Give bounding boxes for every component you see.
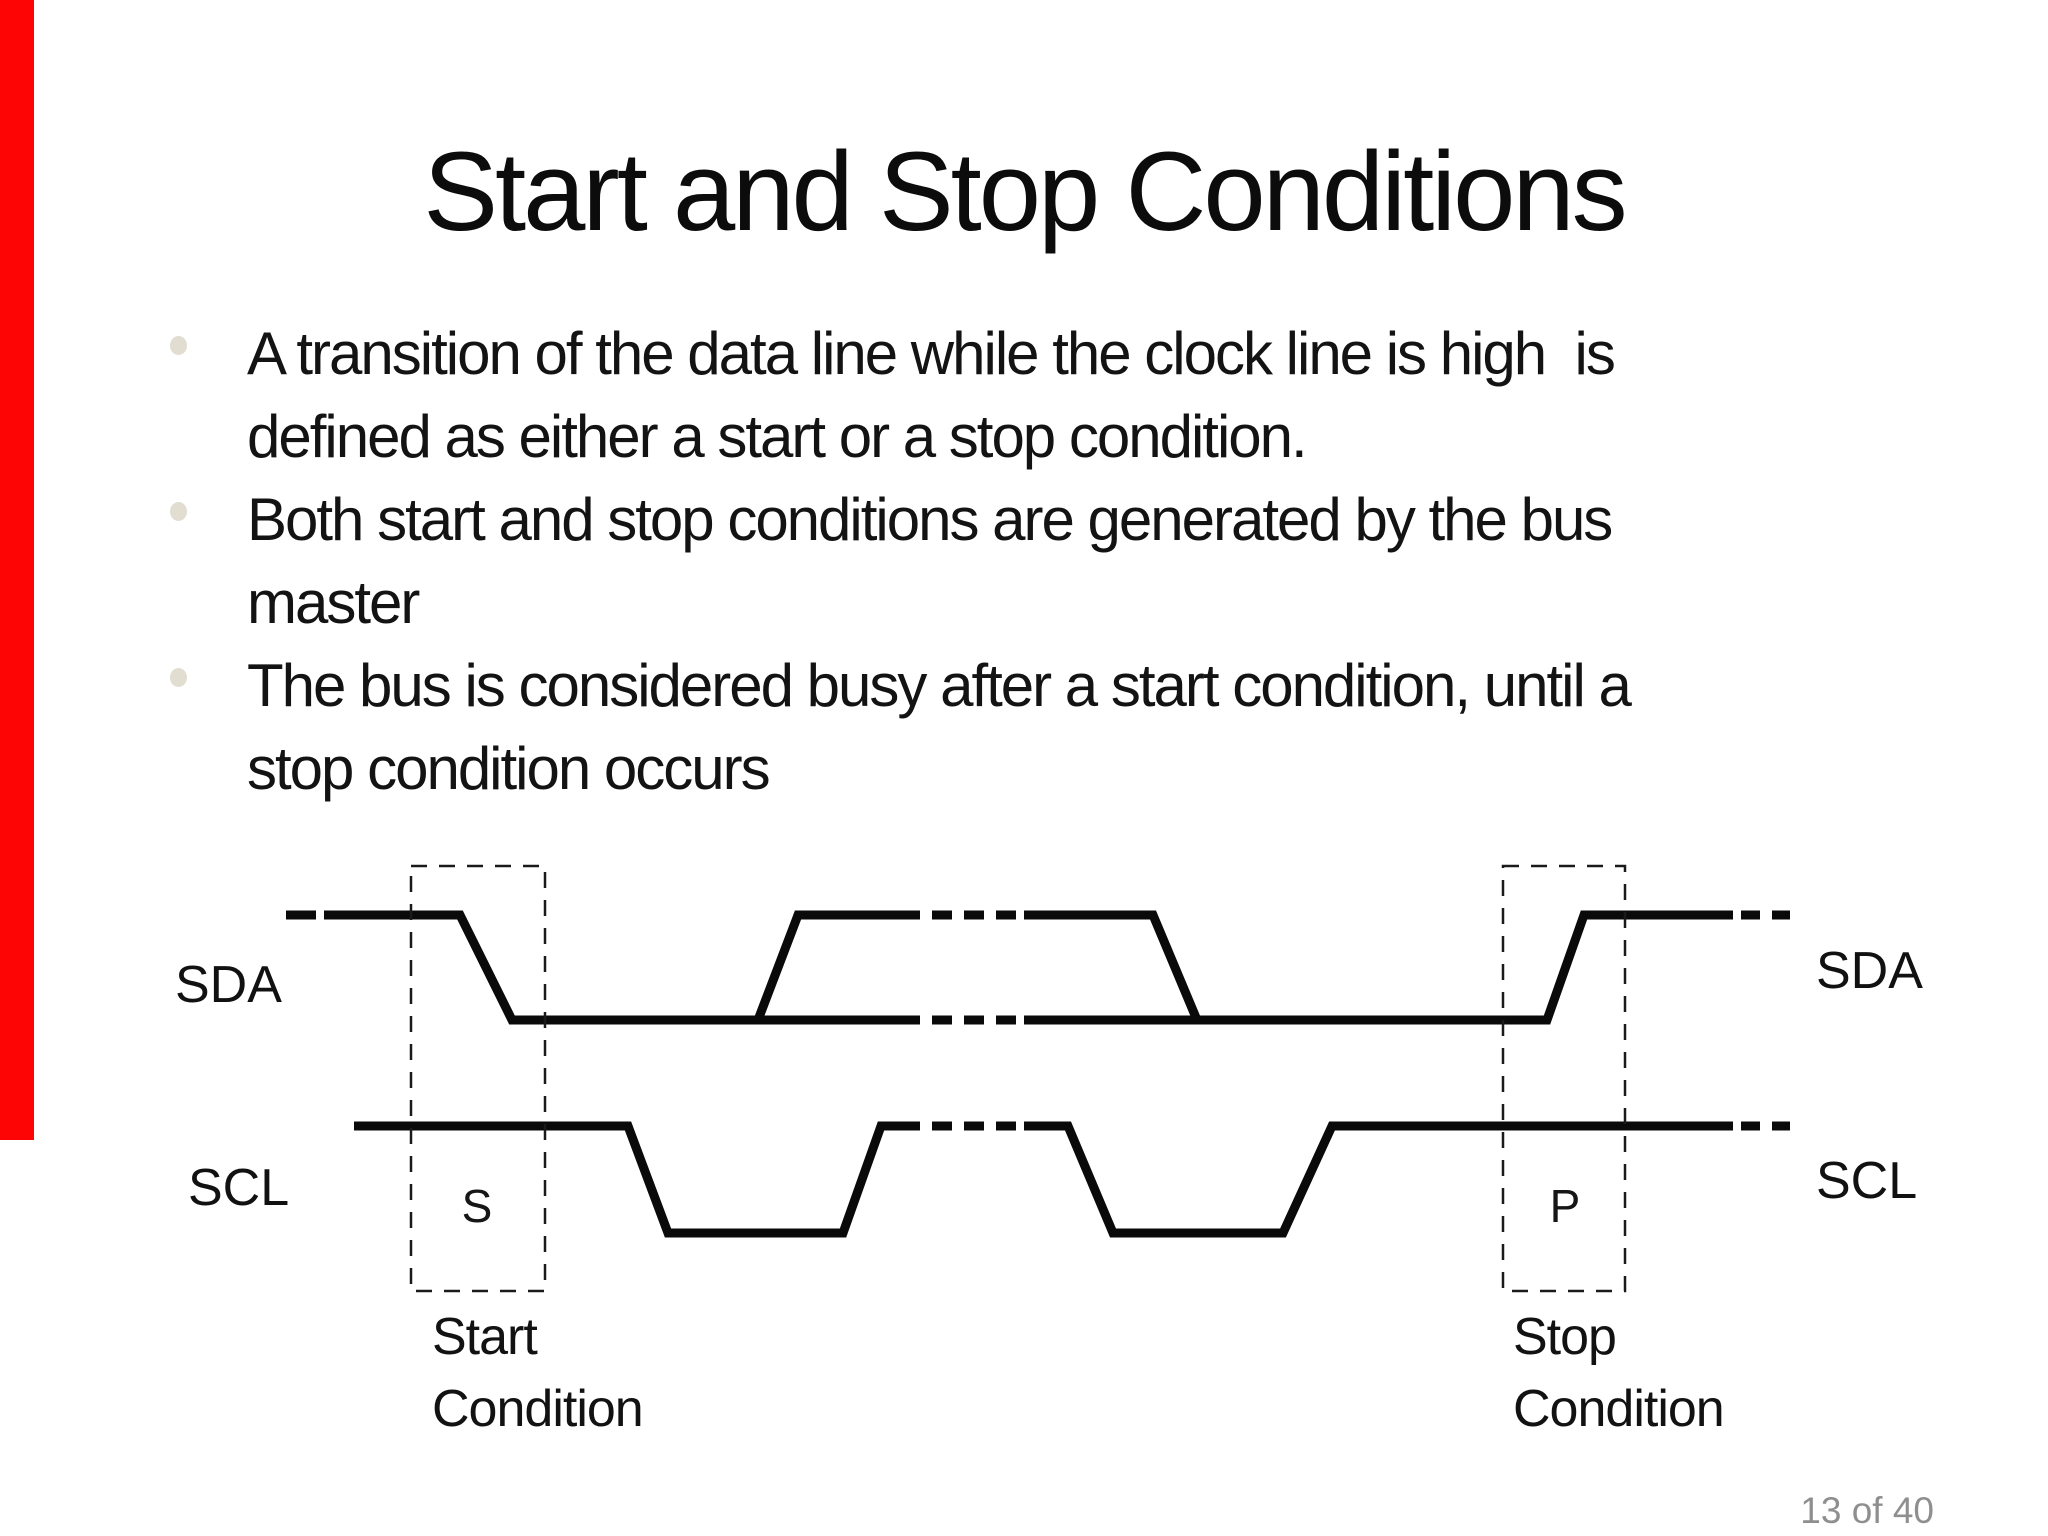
bullet-line: master: [247, 569, 420, 636]
bullet-text: Both start and stop conditions are gener…: [247, 478, 1613, 644]
bullet-item: A transition of the data line while the …: [170, 312, 1900, 478]
sda-label-right: SDA: [1816, 942, 1923, 1000]
page-title: Start and Stop Conditions: [423, 129, 1627, 254]
stop-condition-caption-line2: Condition: [1513, 1380, 1724, 1438]
start-marker-letter: S: [462, 1180, 493, 1232]
bullet-text: The bus is considered busy after a start…: [247, 644, 1632, 810]
sda-label-left: SDA: [175, 956, 282, 1014]
bullet-line: Both start and stop conditions are gener…: [247, 486, 1613, 553]
bullet-dot-icon: [170, 668, 187, 687]
bullet-item: Both start and stop conditions are gener…: [170, 478, 1900, 644]
stop-condition-box: [1501, 864, 1627, 1293]
bullet-line: defined as either a start or a stop cond…: [247, 403, 1308, 470]
sda-waveform: [286, 910, 1790, 1025]
stop-condition-caption-line1: Stop: [1513, 1308, 1616, 1366]
bullet-line: The bus is considered busy after a start…: [247, 652, 1632, 719]
scl-waveform: [354, 1121, 1790, 1238]
page-number: 13 of 40: [1800, 1490, 1934, 1531]
start-condition-caption-line1: Start: [432, 1308, 538, 1366]
bullet-line: stop condition occurs: [247, 735, 771, 802]
start-condition-box: [409, 864, 547, 1293]
bullet-item: The bus is considered busy after a start…: [170, 644, 1900, 810]
bullet-line: A transition of the data line while the …: [247, 320, 1616, 387]
bullet-dot-icon: [170, 336, 187, 355]
start-condition-caption-line2: Condition: [432, 1380, 643, 1438]
scl-label-left: SCL: [188, 1159, 289, 1217]
bullet-dot-icon: [170, 502, 187, 521]
red-accent-bar: [0, 0, 34, 1140]
scl-label-right: SCL: [1816, 1152, 1917, 1210]
bullet-text: A transition of the data line while the …: [247, 312, 1616, 478]
stop-marker-letter: P: [1550, 1180, 1581, 1232]
waveform-break-dashes: [932, 910, 1016, 1131]
